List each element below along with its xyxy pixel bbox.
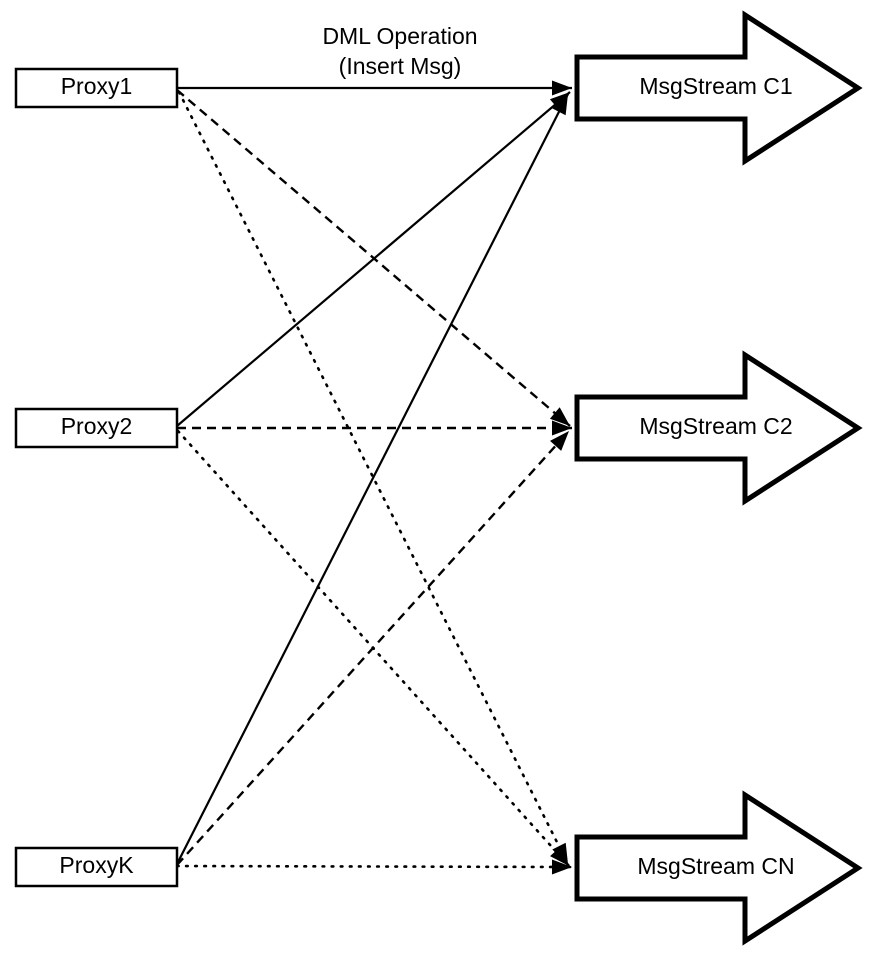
- msgstream-node-cn[interactable]: MsgStream CN: [574, 790, 863, 946]
- proxy-node-proxy2[interactable]: Proxy2: [14, 407, 179, 449]
- edge-proxy2-to-stream-c1: [176, 91, 571, 427]
- msgstream-node-c1[interactable]: MsgStream C1: [574, 10, 863, 166]
- msgstream-node-c2[interactable]: MsgStream C2: [574, 350, 863, 506]
- edge-proxyk-to-stream-cn: [175, 864, 574, 869]
- arrowhead: [551, 859, 572, 875]
- proxy-node-proxyk[interactable]: ProxyK: [14, 846, 179, 888]
- arrowhead: [552, 80, 572, 96]
- arrowhead: [550, 846, 569, 866]
- dml-operation-label: DML Operation (Insert Msg): [322, 23, 477, 79]
- proxyk-box[interactable]: [14, 846, 179, 888]
- arrowheads-stream-c1: [549, 80, 572, 116]
- edge-group: [175, 86, 574, 869]
- msgstream-c2-label: MsgStream C2: [639, 413, 792, 439]
- arrowhead-group: [549, 80, 572, 875]
- dml-operation-label-line2: (Insert Msg): [339, 53, 462, 79]
- arrowhead: [552, 420, 572, 436]
- dml-operation-label-line1: DML Operation: [322, 23, 477, 49]
- arrowhead: [552, 94, 568, 116]
- msgstream-c1-label: MsgStream C1: [639, 73, 792, 99]
- msgstream-cn-arrow-shape[interactable]: [574, 790, 863, 946]
- arrowhead: [550, 431, 569, 451]
- proxy2-label: Proxy2: [61, 413, 133, 439]
- arrowheads-stream-c2: [549, 407, 572, 451]
- proxy1-label: Proxy1: [61, 73, 133, 99]
- proxy1-box[interactable]: [14, 67, 179, 109]
- proxy2-box[interactable]: [14, 407, 179, 449]
- arrowheads-stream-cn: [550, 842, 572, 875]
- edge-proxyk-to-stream-c1: [176, 93, 569, 865]
- msgstream-cn-label: MsgStream CN: [637, 853, 794, 879]
- edge-proxy1-to-stream-cn: [177, 90, 570, 866]
- arrowhead: [549, 407, 570, 426]
- proxyk-label: ProxyK: [59, 852, 134, 878]
- edge-proxyk-to-stream-c2: [176, 430, 570, 866]
- msgstream-c1-arrow-shape[interactable]: [574, 10, 863, 166]
- arrowhead: [549, 92, 570, 111]
- proxy-node-proxy1[interactable]: Proxy1: [14, 67, 179, 109]
- msgstream-c2-arrow-shape[interactable]: [574, 350, 863, 506]
